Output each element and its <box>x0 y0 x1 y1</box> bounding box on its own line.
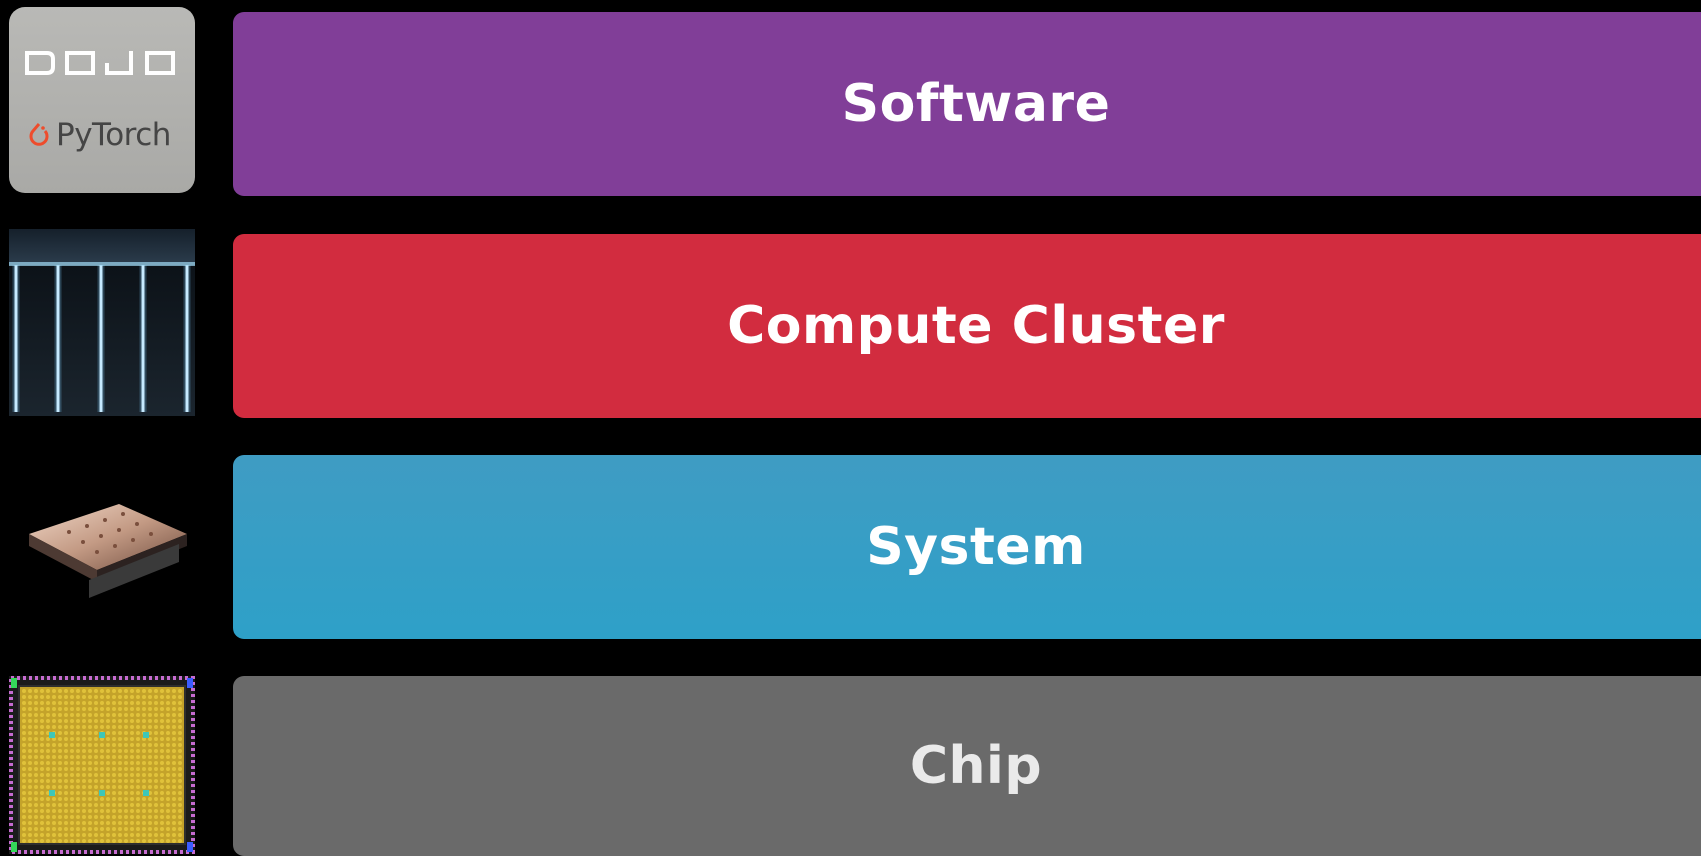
training-tile-image <box>9 452 195 637</box>
pytorch-flame-icon <box>29 123 49 146</box>
compute-cluster-layer-bar: Compute Cluster <box>233 234 1701 418</box>
compute-cluster-layer-label: Compute Cluster <box>727 296 1225 356</box>
pytorch-label: PyTorch <box>56 117 171 153</box>
system-layer-label: System <box>866 517 1086 577</box>
chip-die-image <box>9 676 195 854</box>
server-racks-image <box>9 229 195 416</box>
software-layer-label: Software <box>841 74 1111 134</box>
software-layer-bar: Software <box>233 12 1701 196</box>
pytorch-logo: PyTorch <box>28 117 171 153</box>
dojo-logo <box>25 51 175 75</box>
software-thumbnail: PyTorch <box>9 7 195 193</box>
system-layer-bar: System <box>233 455 1701 639</box>
chip-layer-label: Chip <box>909 736 1043 796</box>
chip-layer-bar: Chip <box>233 676 1701 856</box>
